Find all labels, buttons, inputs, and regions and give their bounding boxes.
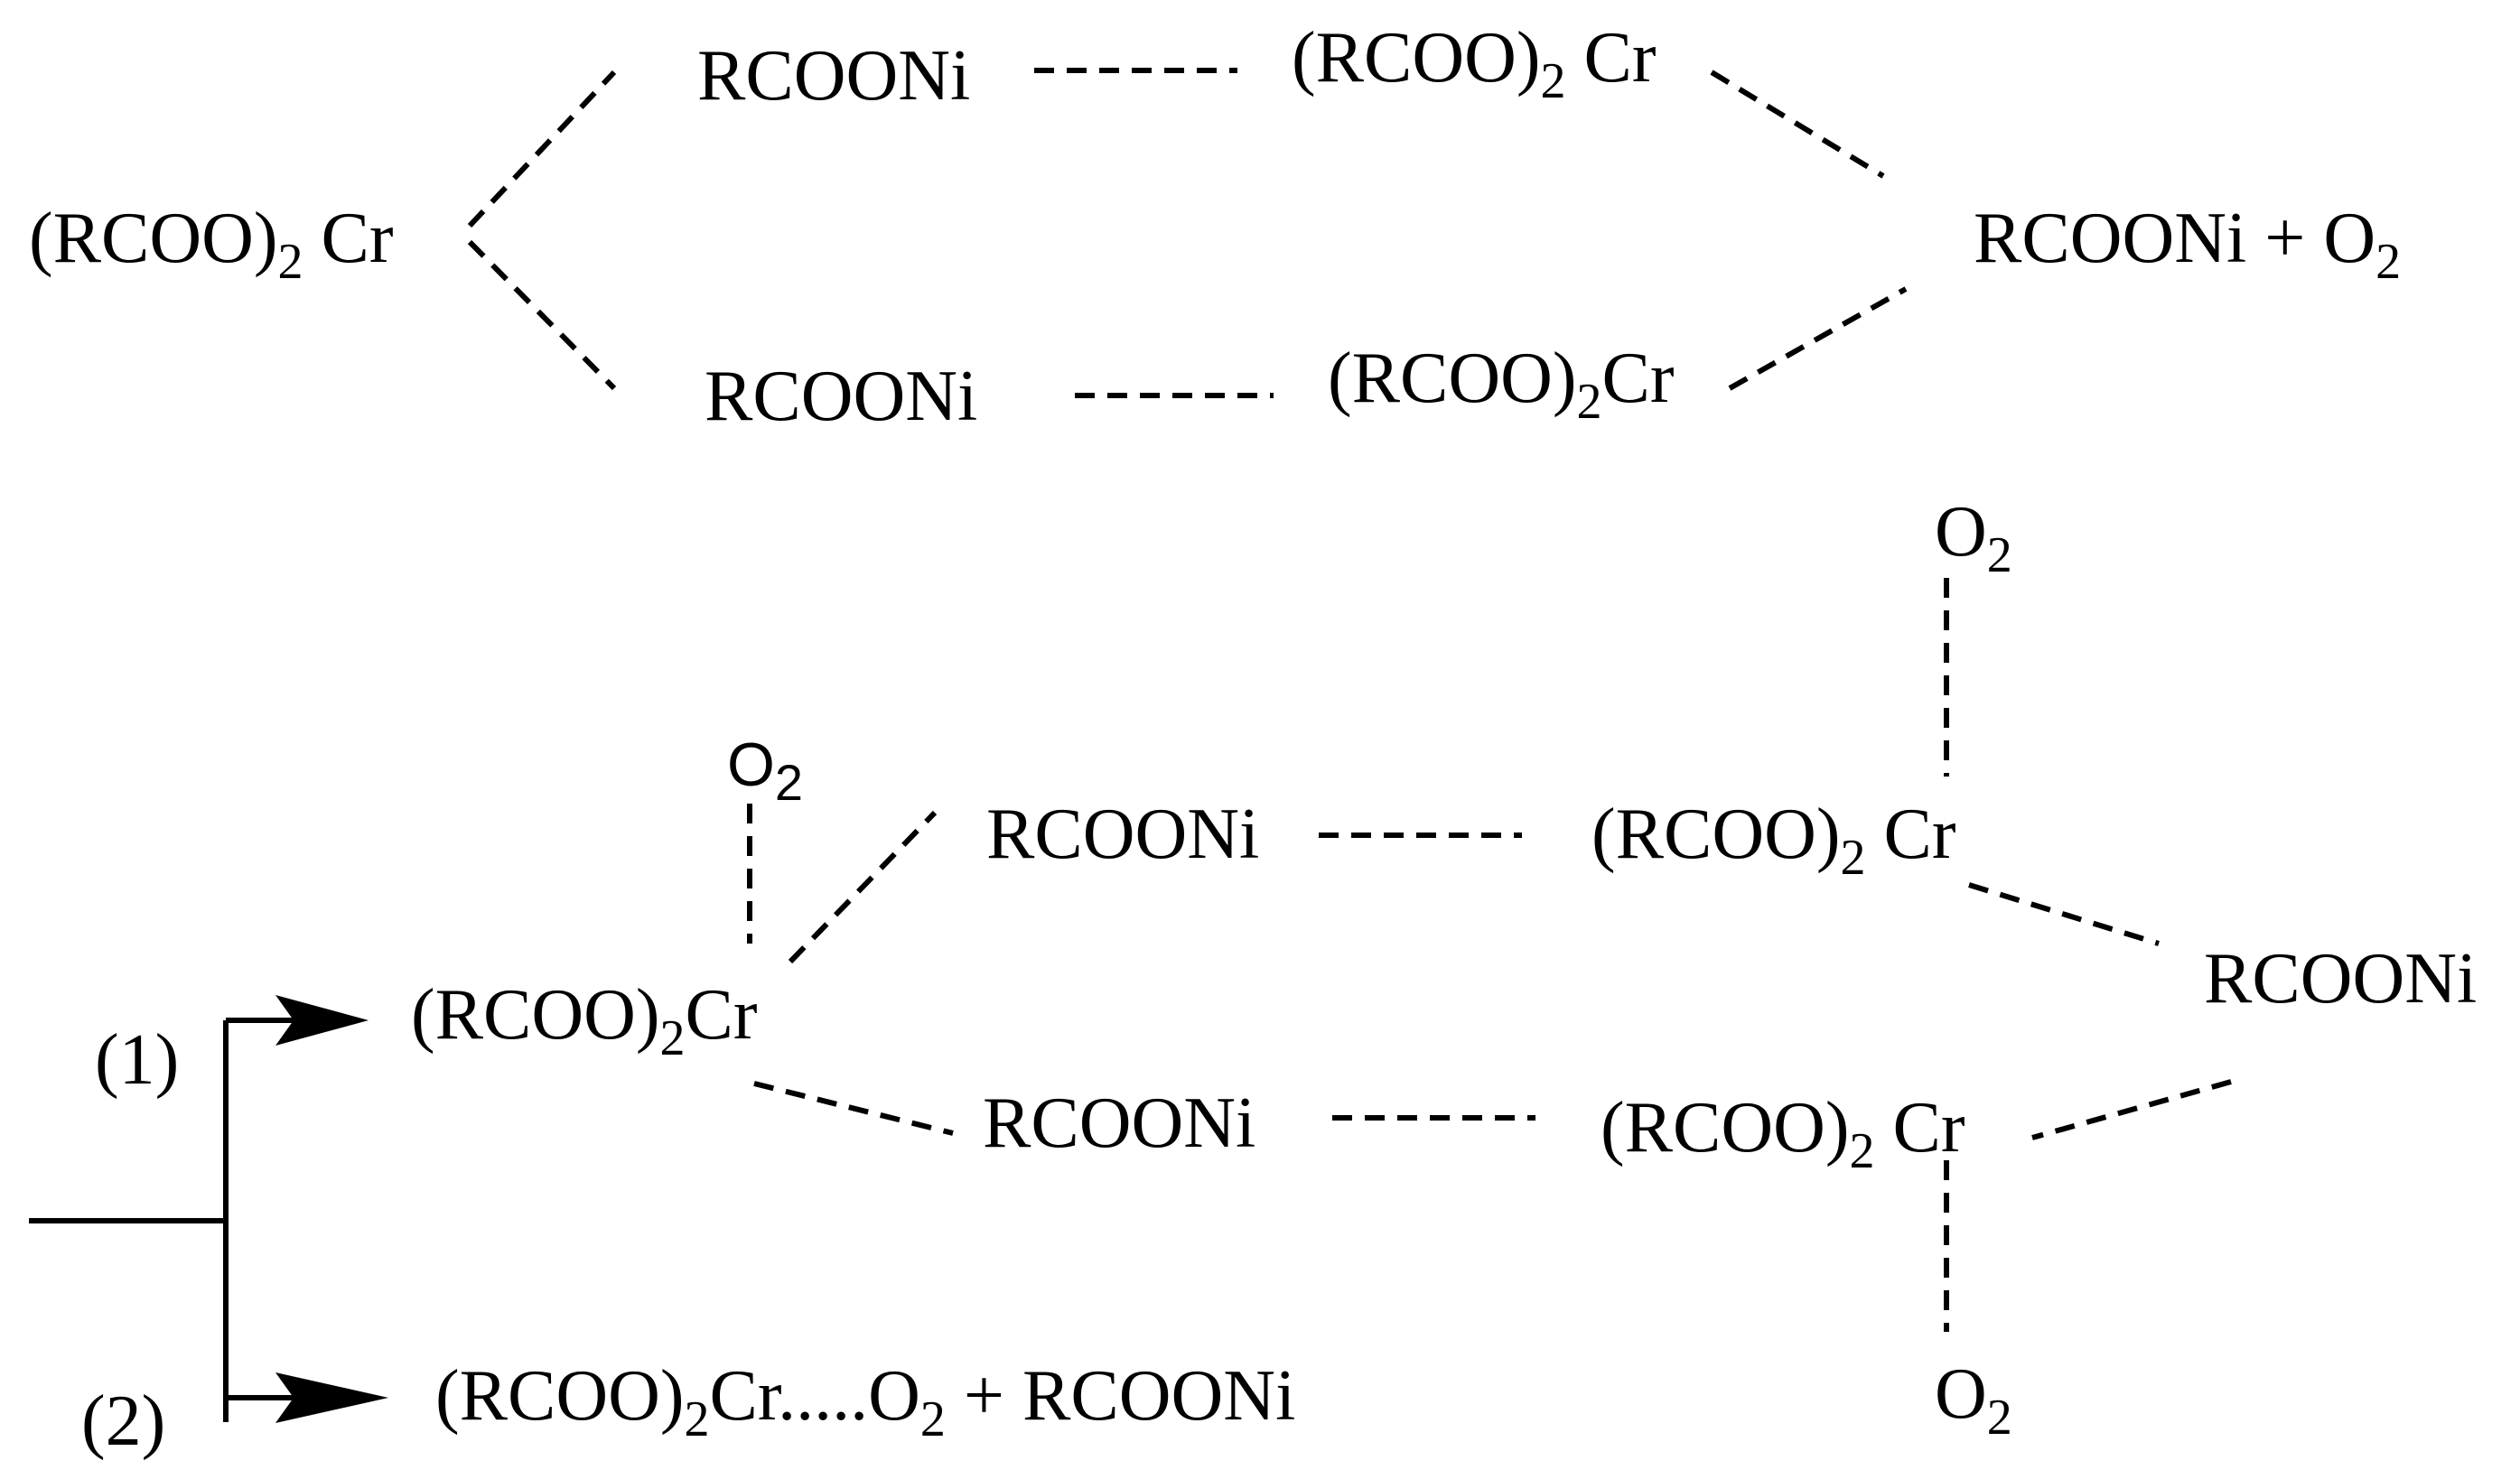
bottom-ni-right: RCOONi <box>2204 939 2477 1019</box>
bond-upper-cr-right <box>1710 70 1885 179</box>
o2-top: O2 <box>1935 492 2012 583</box>
bond-right-ni-lower-cr <box>2031 1079 2232 1140</box>
top-right-products: RCOONi + O2 <box>1974 199 2401 290</box>
bottom-scheme: (1) (2) O2 (RCOO)2Cr RCOONi (RCOO)2 Cr O… <box>29 492 2477 1461</box>
bond-left-upper <box>467 70 617 228</box>
arrow-1-head <box>275 995 369 1046</box>
branch-2-label: (2) <box>81 1381 165 1461</box>
branch-1-label: (1) <box>95 1020 179 1100</box>
top-cr-upper: (RCOO)2 Cr <box>1292 18 1657 109</box>
top-ni-upper: RCOONi <box>697 36 970 116</box>
bond-upper-cr-right-ni <box>1968 882 2160 946</box>
bond-lower-cr-right <box>1728 286 1908 391</box>
top-cr-lower: (RCOO)2Cr <box>1328 339 1675 430</box>
top-scheme: (RCOO)2 Cr RCOONi (RCOO)2 Cr RCOONi (RCO… <box>29 18 2401 436</box>
bond-center-lower <box>753 1081 954 1136</box>
bond-left-lower <box>467 239 617 391</box>
bond-center-upper <box>788 810 938 964</box>
bottom-ni-lower: RCOONi <box>983 1084 1255 1163</box>
bottom-cr-upper: (RCOO)2 Cr <box>1591 795 1956 886</box>
o2-left: O2 <box>727 730 803 811</box>
center-cr-complex: (RCOO)2Cr <box>411 975 758 1066</box>
bottom-cr-lower: (RCOO)2 Cr <box>1601 1088 1965 1179</box>
product-2: (RCOO)2Cr.....O2 + RCOONi <box>435 1356 1295 1447</box>
o2-bottom: O2 <box>1935 1354 2012 1446</box>
top-left-cr-complex: (RCOO)2 Cr <box>29 199 394 290</box>
arrow-2-head <box>275 1372 388 1423</box>
bottom-ni-upper: RCOONi <box>986 795 1259 874</box>
top-ni-lower: RCOONi <box>705 357 977 436</box>
